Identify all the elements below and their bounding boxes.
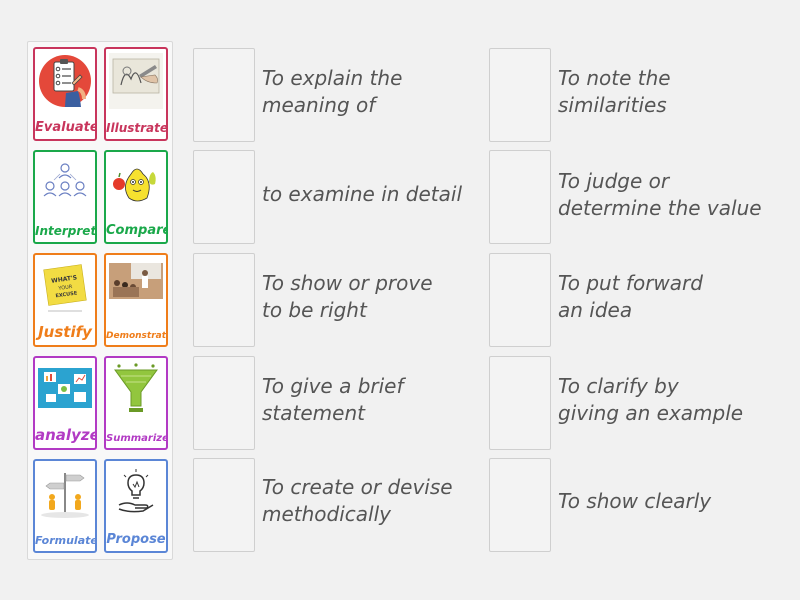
card-label: Demonstrate (106, 331, 166, 341)
summarize-funnel-icon (109, 362, 163, 418)
card-evaluate[interactable]: Evaluate (33, 47, 97, 141)
definition-text: to examine in detail (262, 182, 463, 206)
card-label: analyze (35, 426, 95, 444)
drop-slot[interactable] (193, 253, 255, 347)
drop-slot[interactable] (489, 48, 551, 142)
card-label: Justify (38, 323, 92, 341)
card-analyze[interactable]: analyze (33, 356, 97, 450)
card-demonstrate[interactable]: Demonstrate (104, 253, 168, 347)
definition-text: To give a brief statement (262, 374, 404, 425)
card-compare[interactable]: Compare (104, 150, 168, 244)
card-justify[interactable]: WHAT'S YOUR EXCUSE Justify (33, 253, 97, 347)
svg-text:EXCUSE: EXCUSE (55, 290, 78, 299)
definition-text: To judge or determine the value (558, 169, 762, 220)
card-label: Interpret (35, 224, 95, 238)
evaluate-checklist-icon (38, 53, 92, 109)
card-label: Illustrate (106, 121, 166, 135)
card-label: Propose (106, 532, 166, 547)
drop-slot[interactable] (489, 253, 551, 347)
svg-text:WHAT'S: WHAT'S (51, 274, 78, 285)
interpret-people-icon (38, 156, 92, 212)
card-label: Evaluate (35, 120, 95, 135)
card-illustrate[interactable]: Illustrate (104, 47, 168, 141)
card-label: Formulate (35, 534, 95, 547)
card-formulate[interactable]: Formulate (33, 459, 97, 553)
card-label: Compare (106, 223, 166, 238)
svg-text:YOUR: YOUR (57, 284, 73, 292)
card-summarize[interactable]: Summarize (104, 356, 168, 450)
definition-text: To show clearly (558, 489, 712, 513)
drop-slot[interactable] (489, 150, 551, 244)
drop-slot[interactable] (193, 458, 255, 552)
card-tray: Evaluate Illustrate (27, 41, 173, 560)
formulate-signpost-icon (38, 465, 92, 521)
definition-text: To create or devise methodically (262, 475, 453, 526)
analyze-charts-icon (38, 362, 92, 418)
definition-text: To show or prove to be right (262, 271, 433, 322)
drop-slot[interactable] (489, 458, 551, 552)
drop-slot[interactable] (193, 48, 255, 142)
card-label: Summarize (106, 433, 166, 444)
card-propose[interactable]: Propose (104, 459, 168, 553)
illustrate-hand-drawing-icon (109, 53, 163, 109)
propose-lightbulb-hand-icon (109, 465, 163, 521)
card-interpret[interactable]: Interpret (33, 150, 97, 244)
drop-slot[interactable] (193, 356, 255, 450)
drop-slot[interactable] (489, 356, 551, 450)
drop-slot[interactable] (193, 150, 255, 244)
definition-text: To put forward an idea (558, 271, 703, 322)
definition-text: To clarify by giving an example (558, 374, 744, 425)
definition-text: To explain the meaning of (262, 66, 403, 117)
justify-sticky-note-icon: WHAT'S YOUR EXCUSE (38, 259, 92, 315)
demonstrate-classroom-icon (109, 259, 163, 315)
definition-text: To note the similarities (558, 66, 671, 117)
compare-apple-pear-icon (109, 156, 163, 212)
